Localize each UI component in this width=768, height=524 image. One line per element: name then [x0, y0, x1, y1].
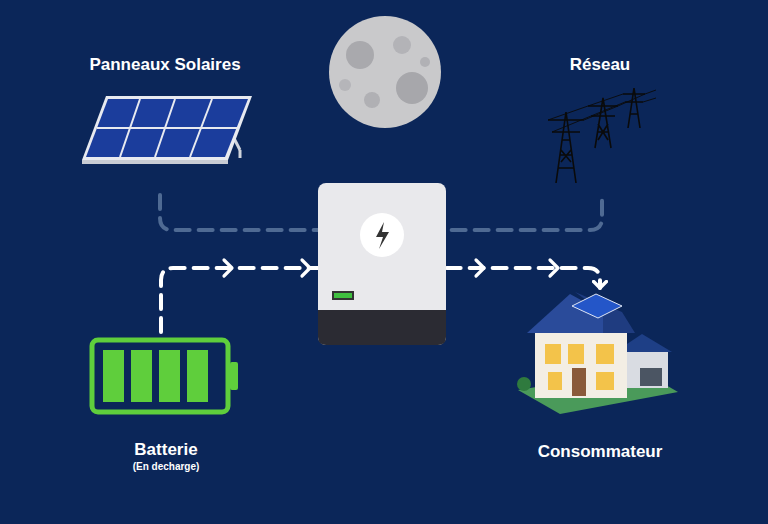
battery-icon	[92, 340, 238, 412]
node-box: Consommateur	[500, 290, 700, 462]
node-label: Batterie	[86, 440, 246, 460]
solar-panel	[82, 96, 252, 164]
node-label: Réseau	[520, 55, 680, 75]
inverter	[318, 183, 446, 345]
node-box: Batterie(En decharge)	[86, 332, 246, 472]
house	[517, 292, 678, 414]
power-pylons	[548, 88, 656, 183]
node-label: Panneaux Solaires	[70, 55, 260, 75]
node-sublabel: (En decharge)	[86, 461, 246, 472]
node-box: Réseau	[520, 55, 680, 185]
node-box: Panneaux Solaires	[70, 55, 260, 167]
moon	[329, 16, 441, 128]
node-label: Consommateur	[500, 442, 700, 462]
